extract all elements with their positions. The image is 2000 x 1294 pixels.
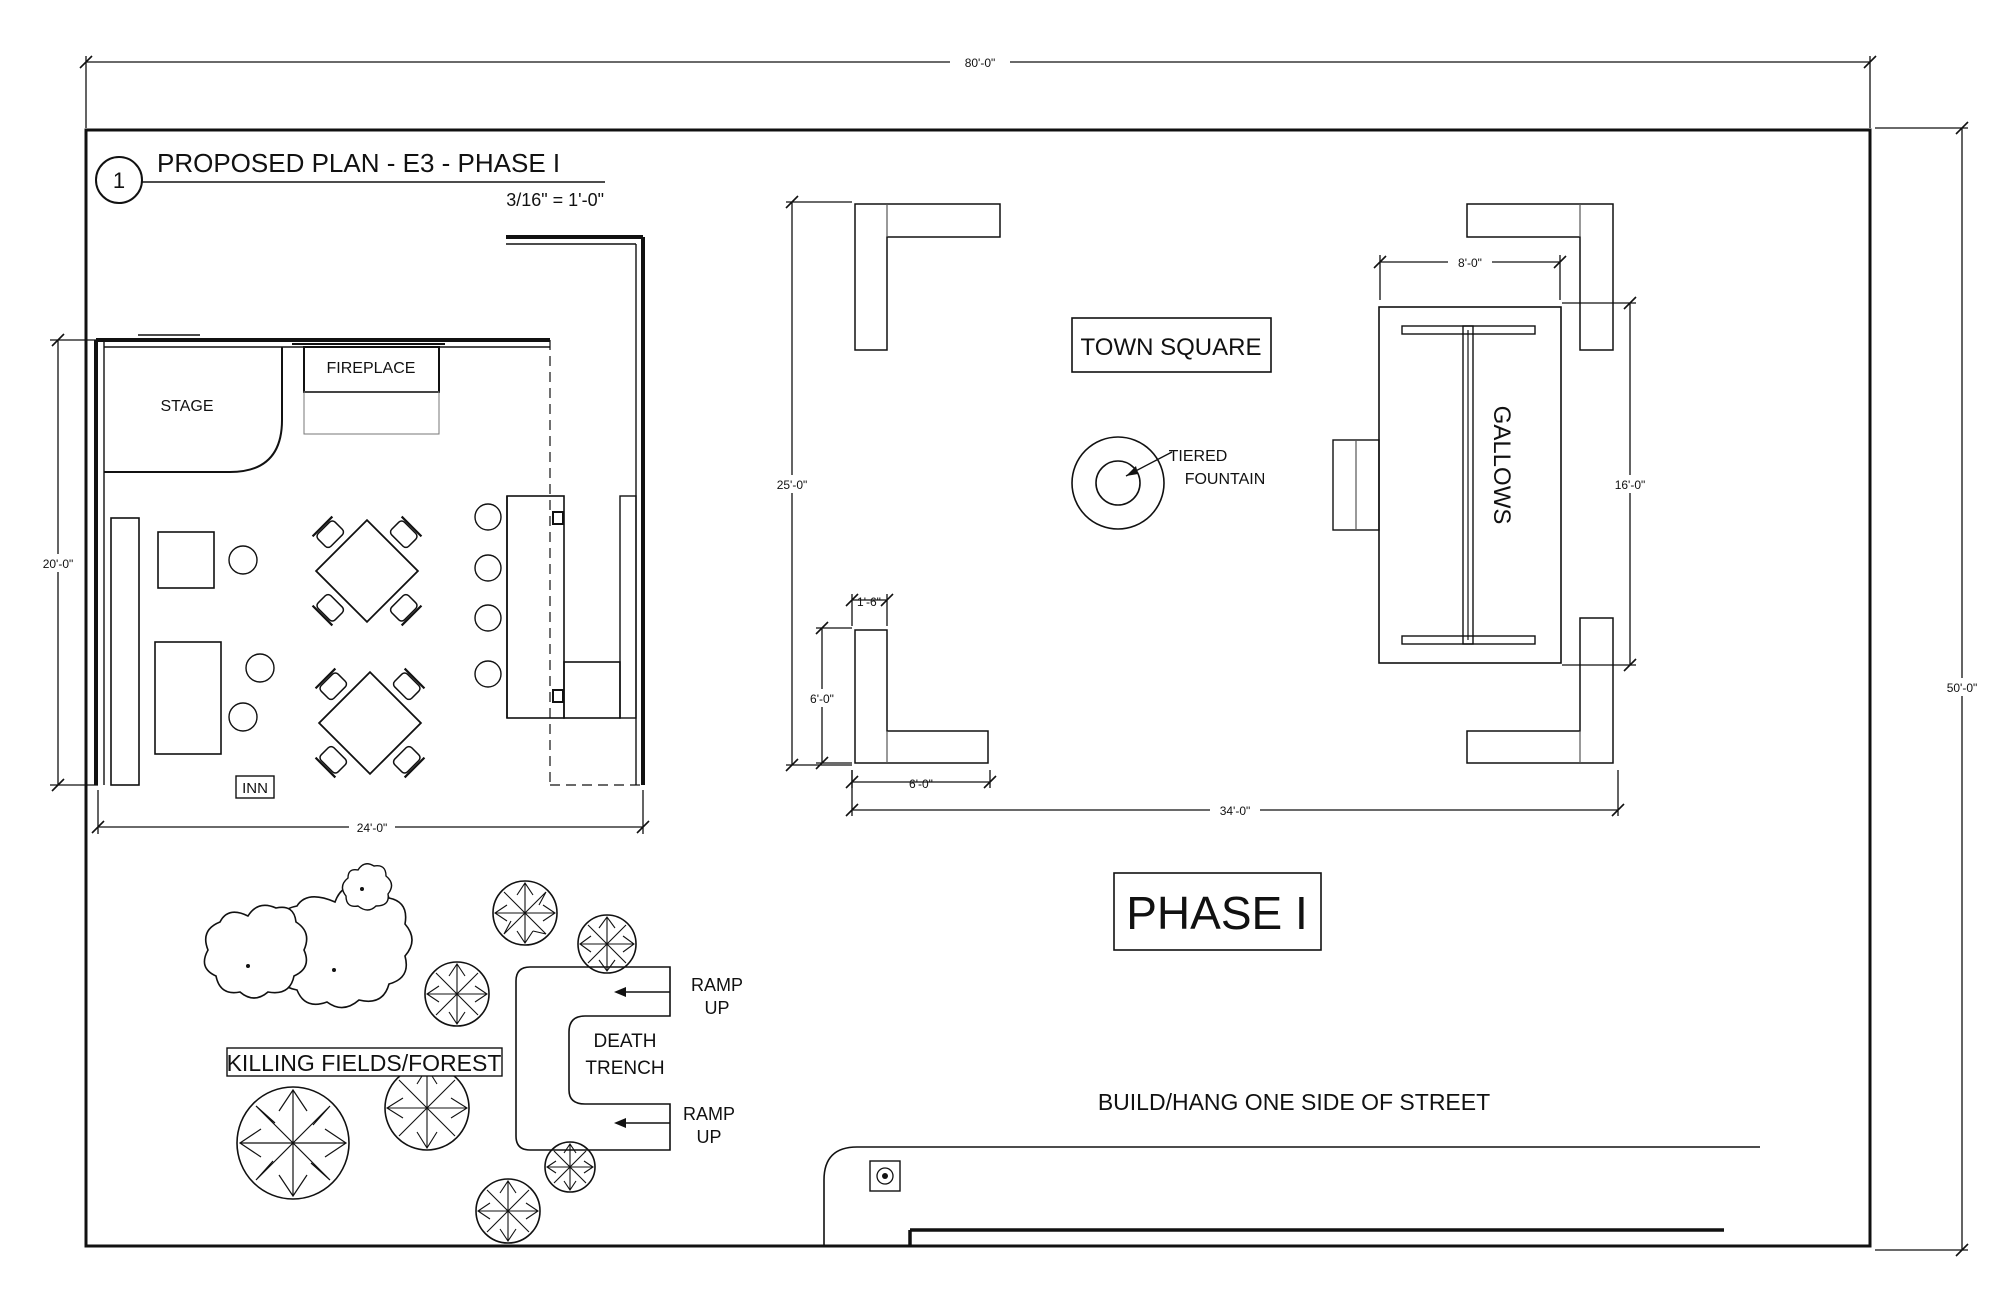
tree-canopy-left [203,904,308,999]
drawing-scale: 3/16" = 1'-0" [506,190,604,210]
bench-top-right [1466,203,1614,351]
bench-bottom-right [1466,617,1614,764]
dining-table-upper [311,515,423,627]
overall-height-dimension: 50'-0" [1875,121,1991,1257]
inn-label: INN [242,780,268,797]
tiered-label: TIERED [1169,448,1228,465]
conifer-tree-5 [384,1065,470,1151]
stage-label: STAGE [160,398,213,415]
gallows: 8'-0" 16'-0" GALLOWS [1332,253,1654,672]
drawing-number: 1 [113,168,125,193]
conifer-tree-6 [475,1178,541,1244]
inn-height-label: 20'-0" [43,557,74,571]
street-note: BUILD/HANG ONE SIDE OF STREET [1098,1089,1490,1115]
square-height-label: 25'-0" [777,478,808,492]
bench-depth-label: 1'-6" [857,595,881,609]
bench-top-left [854,203,1001,351]
town-square-label: TOWN SQUARE [1081,334,1262,361]
conifer-tree-1 [492,880,558,946]
plan-border [84,128,1872,1248]
bench-height-label: 6'-0" [810,692,834,706]
inn-plan: 20'-0" 24'-0" STAGE FIREPLACE [36,235,650,836]
death-label: DEATH [594,1031,657,1052]
square-width-label: 34'-0" [1220,804,1251,818]
tree-canopy-small [341,863,393,911]
tiered-fountain: TIERED FOUNTAIN [1071,436,1266,530]
ramp-up-1-line1: RAMP [691,975,743,995]
gallows-height-label: 16'-0" [1615,478,1646,492]
gallows-width-label: 8'-0" [1458,256,1482,270]
ramp-up-2-line2: UP [696,1127,721,1147]
forest-trees: KILLING FIELDS/FOREST [203,863,637,1244]
fountain-label: FOUNTAIN [1185,471,1266,488]
conifer-tree-7 [544,1141,596,1193]
bench-width-label: 6'-0" [909,777,933,791]
phase-label: PHASE I [1126,887,1308,939]
dining-table-lower [314,667,426,779]
overall-height-label: 50'-0" [1947,681,1978,695]
ramp-up-2-line1: RAMP [683,1104,735,1124]
fireplace-label: FIREPLACE [327,360,416,377]
street: BUILD/HANG ONE SIDE OF STREET [823,1089,1760,1246]
title-block: 1 PROPOSED PLAN - E3 - PHASE I 3/16" = 1… [95,148,605,210]
conifer-tree-3 [424,961,490,1027]
death-trench: RAMP UP RAMP UP DEATH TRENCH [515,966,743,1151]
overall-width-label: 80'-0" [965,56,996,70]
conifer-tree-4 [236,1086,350,1200]
gallows-label: GALLOWS [1488,406,1515,525]
overall-width-dimension: 80'-0" [79,53,1877,128]
trench-label: TRENCH [585,1058,664,1079]
bench-bottom-left [854,629,989,764]
drawing-title: PROPOSED PLAN - E3 - PHASE I [157,148,560,178]
town-square-plan: 25'-0" 34'-0" 1'-6" [768,195,1654,819]
conifer-tree-2 [577,914,637,974]
inn-width-label: 24'-0" [357,821,388,835]
killing-fields-label: KILLING FIELDS/FOREST [227,1050,502,1076]
ramp-up-1-line2: UP [704,998,729,1018]
